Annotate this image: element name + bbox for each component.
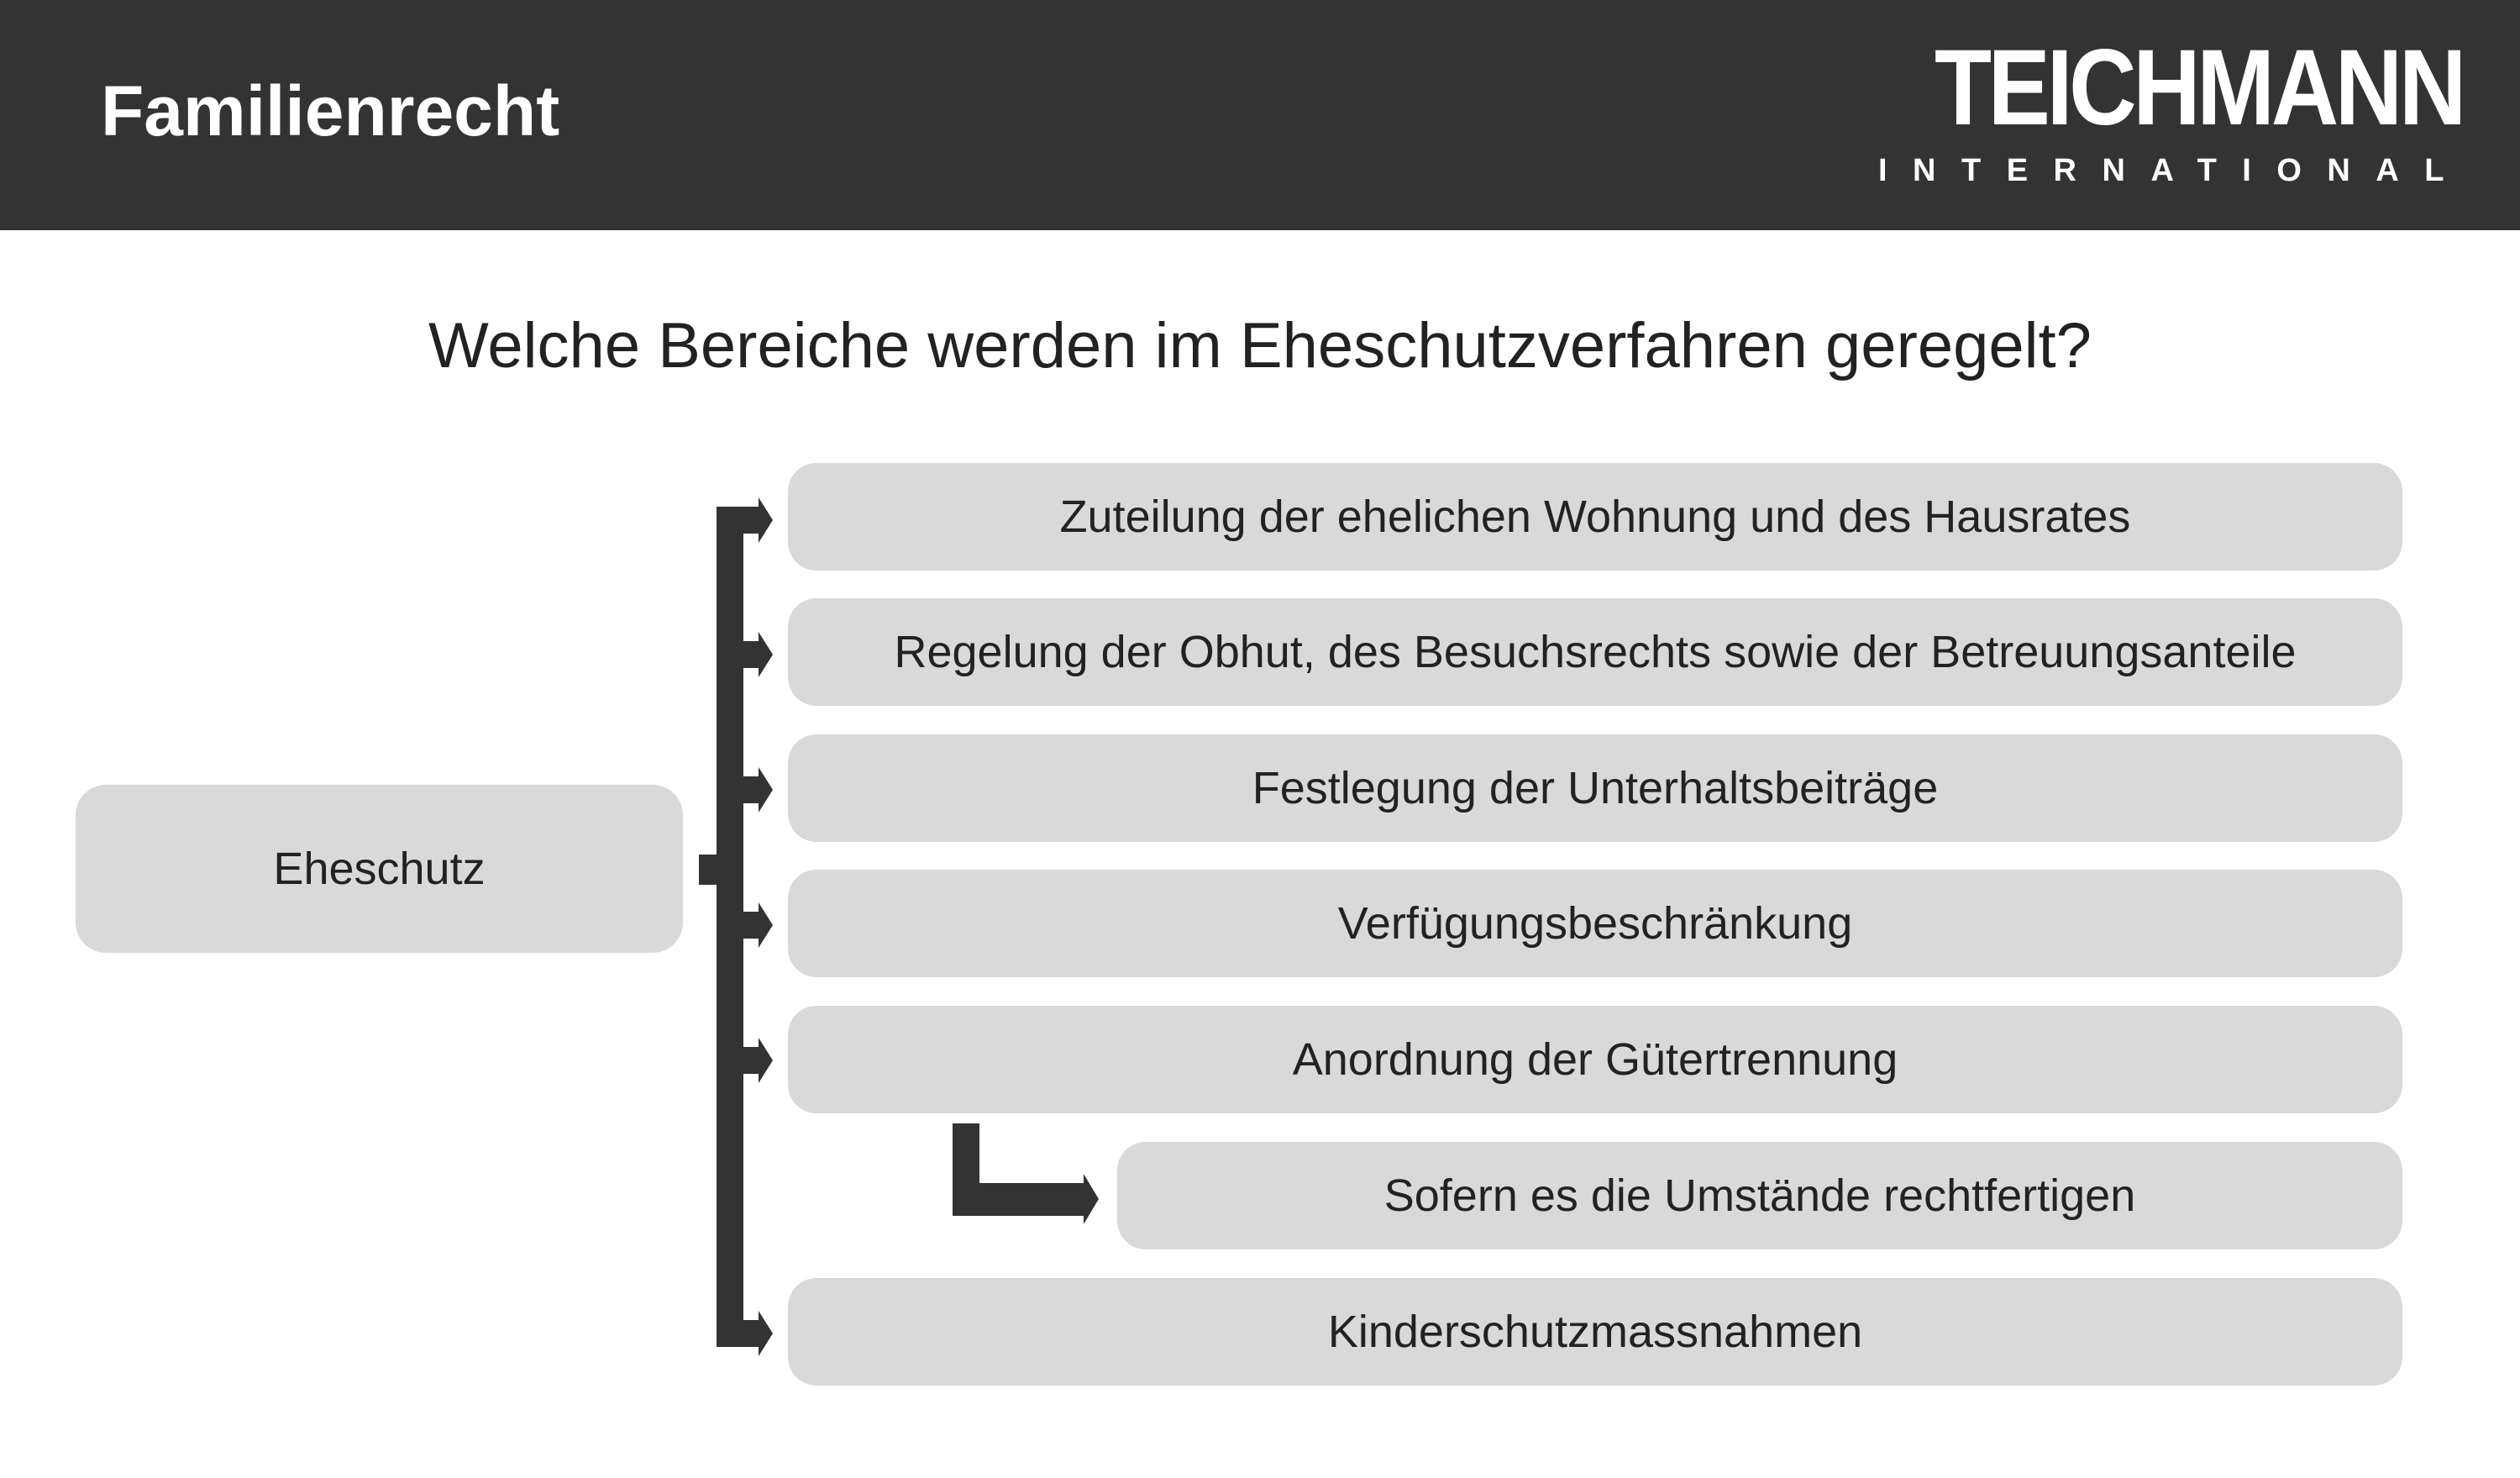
arrow-sub-item (953, 1123, 1099, 1224)
header-bar: Familienrecht TEICHMANN INTERNATIONAL (0, 0, 2520, 230)
root-box-eheschutz: Eheschutz (76, 785, 683, 953)
logo-subline: INTERNATIONAL (1878, 153, 2470, 188)
item-box-verfuegung: Verfügungsbeschränkung (788, 870, 2402, 977)
page-title: Familienrecht (101, 71, 560, 150)
arrow-item-1 (717, 497, 773, 543)
question-heading: Welche Bereiche werden im Eheschutzverfa… (428, 310, 2092, 381)
arrow-item-6 (717, 1311, 773, 1356)
arrow-item-4 (717, 902, 773, 948)
logo-wordmark: TEICHMANN (1935, 28, 2466, 148)
item-box-kinderschutz: Kinderschutzmassnahmen (788, 1278, 2402, 1386)
teichmann-logo: TEICHMANN INTERNATIONAL (1878, 25, 2470, 193)
item-box-unterhalt: Festlegung der Unterhaltsbeiträge (788, 734, 2402, 842)
arrow-item-3 (717, 767, 773, 813)
arrow-item-2 (717, 632, 773, 677)
item-box-wohnung: Zuteilung der ehelichen Wohnung und des … (788, 463, 2402, 571)
sub-item-box-umstaende: Sofern es die Umstände rechtfertigen (1117, 1142, 2402, 1249)
item-box-obhut: Regelung der Obhut, des Besuchsrechts so… (788, 598, 2402, 706)
item-box-guetertrennung: Anordnung der Gütertrennung (788, 1006, 2402, 1113)
arrow-item-5 (717, 1038, 773, 1083)
